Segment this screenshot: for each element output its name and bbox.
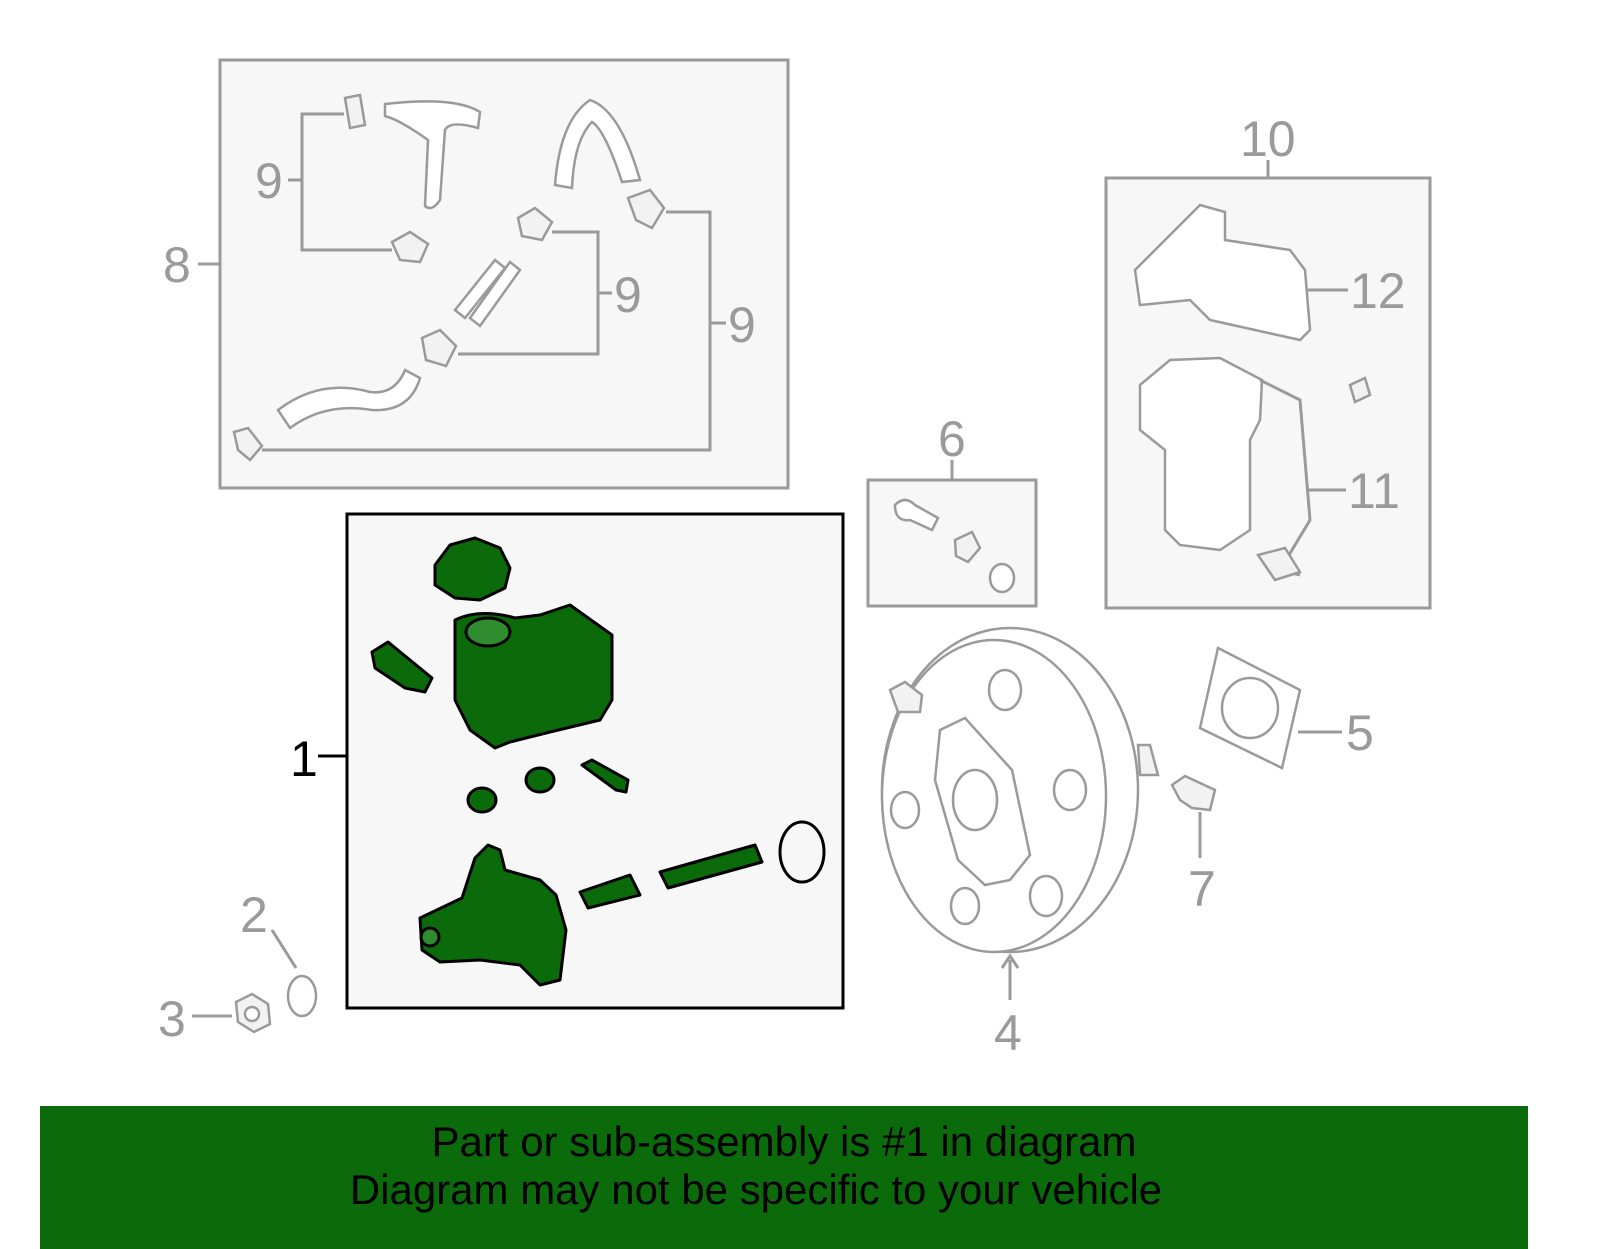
pump-bracket: [1133, 203, 1312, 342]
pin-bolt: [893, 498, 940, 532]
clamp-icon: [626, 188, 666, 230]
callout-4: 4: [994, 1005, 1022, 1061]
washer-icon: [988, 562, 1016, 594]
clevis-pin: [1170, 774, 1217, 858]
hardware-kit-group: [866, 460, 1038, 608]
reservoir-cap: [433, 536, 512, 602]
check-valve: [453, 258, 522, 328]
callout-9-right: 9: [728, 297, 756, 353]
connector-icon: [1255, 546, 1302, 582]
check-valve-grommet: [888, 680, 924, 714]
banner-line-1: Part or sub-assembly is #1 in diagram: [431, 1118, 1137, 1165]
mounting-nut: [192, 992, 272, 1034]
mounting-washer: [270, 929, 318, 1018]
grommet-icon: [524, 766, 556, 794]
clamp-icon: [232, 426, 264, 462]
callout-9-left: 9: [255, 153, 283, 209]
callout-10: 10: [1240, 111, 1296, 167]
master-cylinder-body: [418, 843, 568, 987]
vacuum-hose-right: [553, 98, 642, 190]
brake-booster: [880, 626, 1160, 1000]
leader-line: [262, 210, 712, 452]
reservoir-pin: [580, 758, 630, 794]
callout-8: 8: [163, 237, 191, 293]
master-cylinder-group: [318, 512, 845, 1010]
callout-11: 11: [1348, 463, 1400, 519]
vacuum-hose-lower: [276, 368, 422, 430]
vacuum-pump: [1138, 356, 1264, 552]
callout-2: 2: [240, 887, 268, 943]
o-ring: [778, 820, 826, 884]
hose-kit-group: [198, 58, 790, 490]
vacuum-pump-group: [1104, 160, 1432, 610]
callout-3: 3: [158, 991, 186, 1047]
callout-12: 12: [1350, 263, 1406, 319]
banner-line-2: Diagram may not be specific to your vehi…: [349, 1166, 1163, 1213]
info-banner: Part or sub-assembly is #1 in diagram Di…: [40, 1106, 1528, 1249]
leader-line: [300, 112, 392, 252]
clamp-icon: [390, 230, 430, 264]
vacuum-hose-upper: [383, 100, 482, 210]
callout-6: 6: [938, 411, 966, 467]
piston-icon: [578, 873, 642, 910]
clamp-icon: [516, 206, 554, 242]
booster-stud: [1136, 743, 1160, 777]
connector-icon: [1348, 376, 1372, 404]
piston-rod: [658, 843, 764, 890]
parts-diagram: 1 2 3 4 5 6 7 8 9 9 9 10 11 12: [158, 58, 1432, 1061]
callout-9-middle: 9: [614, 267, 642, 323]
clamp-icon: [420, 328, 458, 368]
callout-5: 5: [1346, 705, 1374, 761]
booster-gasket: [1198, 646, 1342, 770]
callout-1: 1: [290, 731, 318, 787]
clip-icon: [953, 530, 982, 564]
grommet-icon: [466, 786, 498, 814]
callout-7: 7: [1188, 861, 1216, 917]
clamp-icon: [343, 93, 367, 130]
reservoir-bolt: [370, 640, 434, 694]
